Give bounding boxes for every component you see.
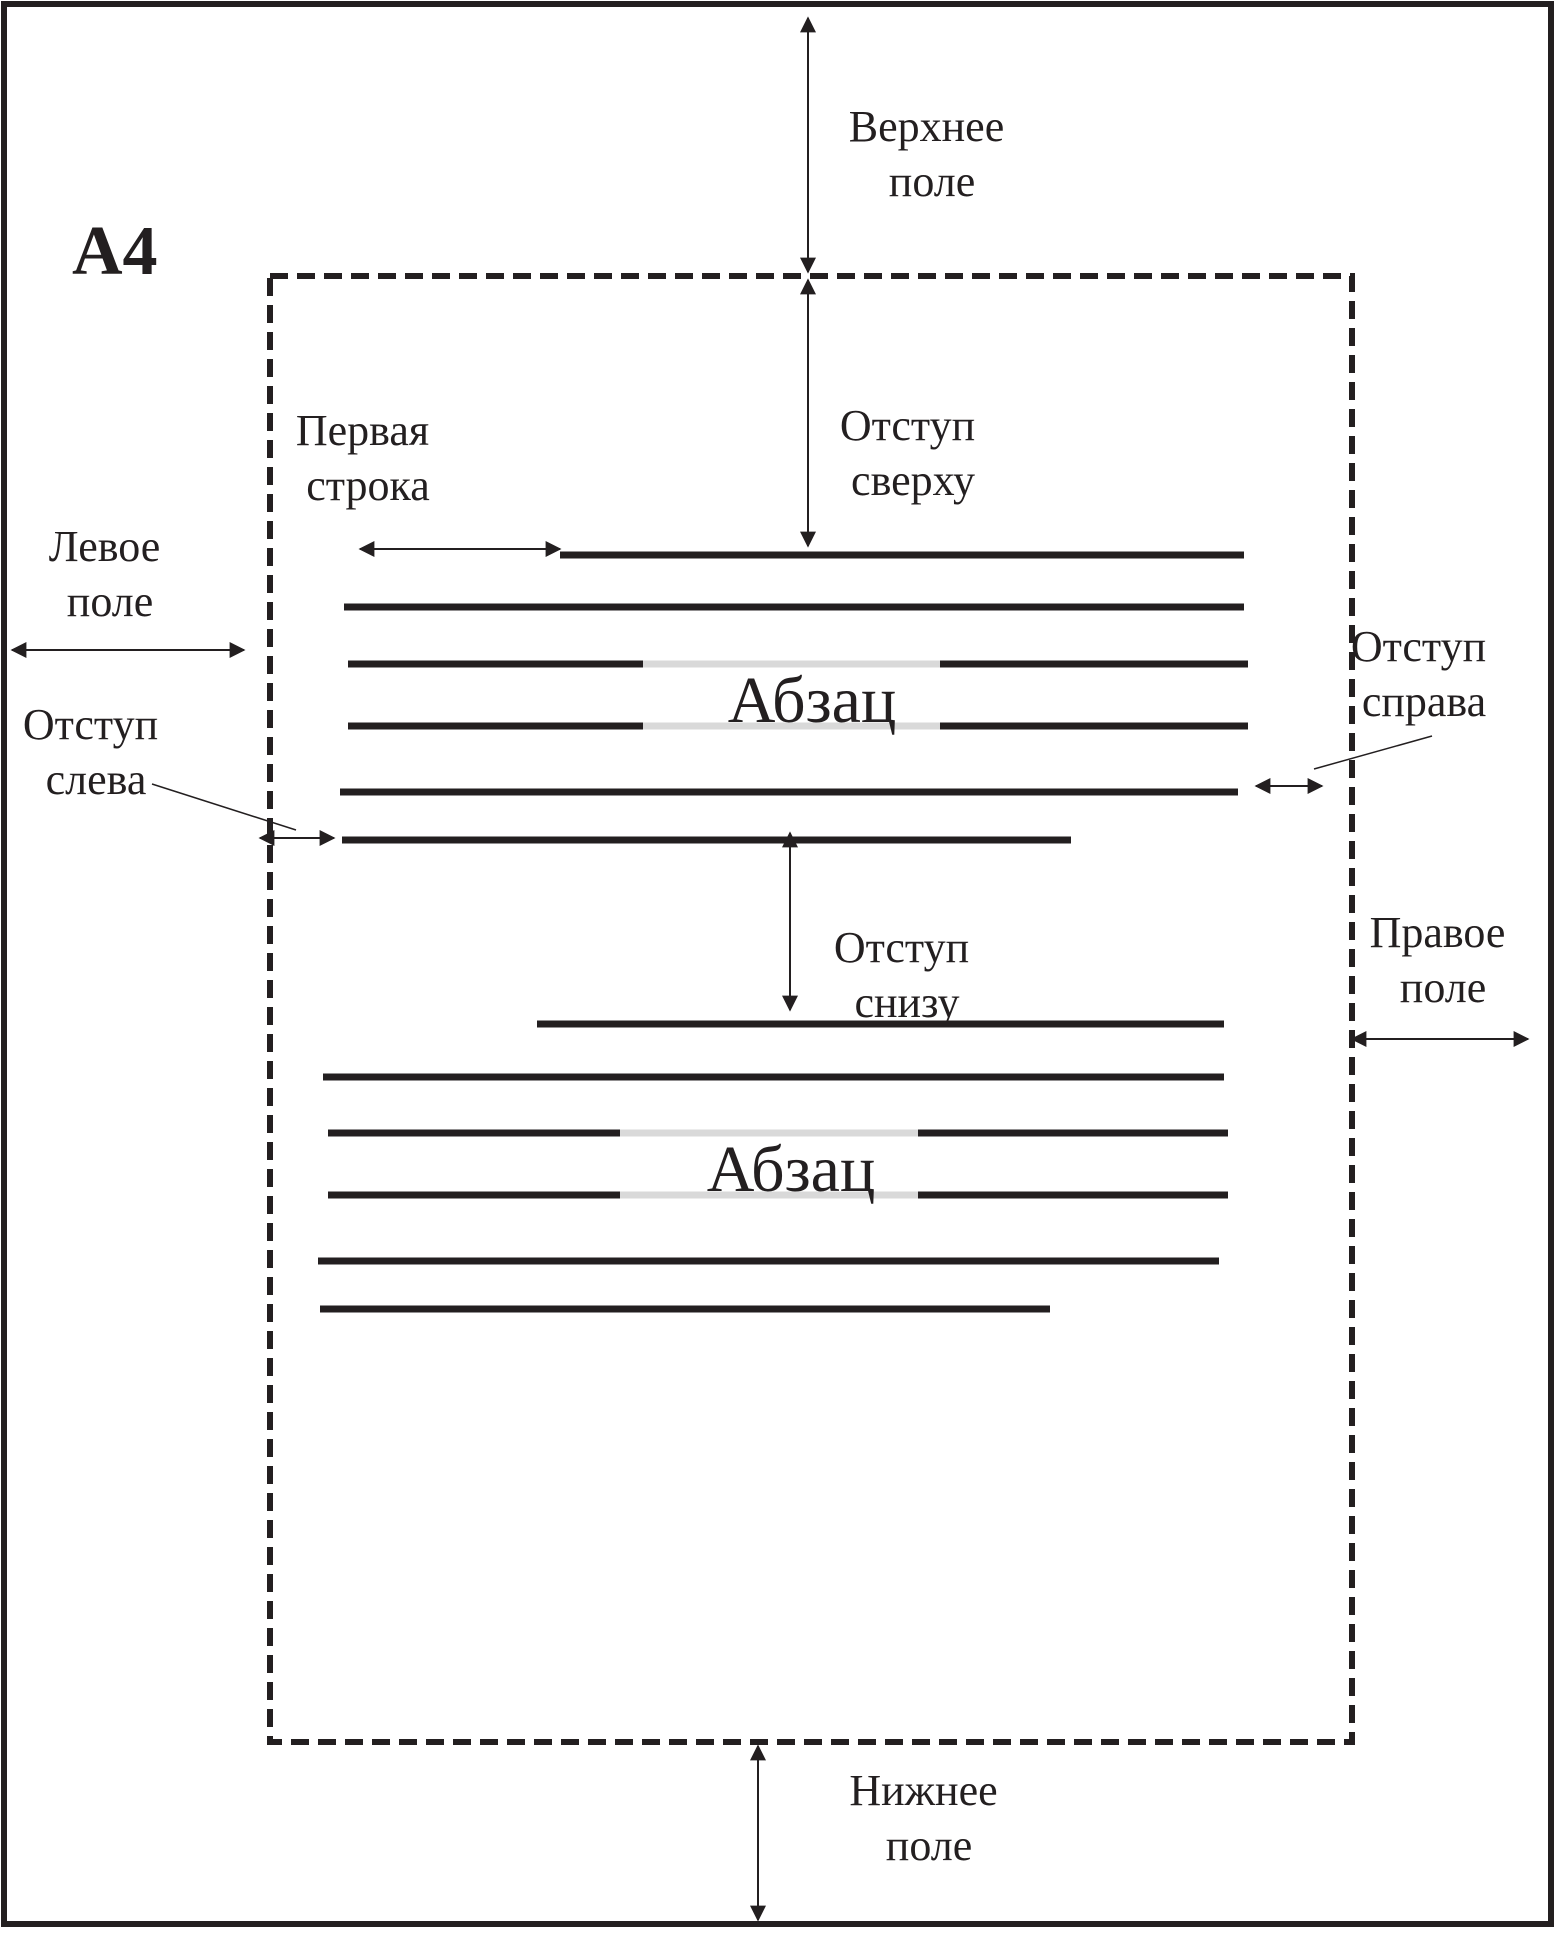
indent-left-label: Отступ слева bbox=[23, 700, 169, 804]
left-margin-label: Левое поле bbox=[49, 522, 172, 626]
top-margin-label: Верхнее поле bbox=[849, 102, 1015, 206]
paragraph-label: Абзац bbox=[707, 1133, 876, 1206]
format-title: А4 bbox=[72, 213, 158, 290]
first-line-label: Первая строка bbox=[296, 406, 440, 510]
space-after-label: Отступ снизу bbox=[834, 923, 980, 1027]
paragraph-label: Абзац bbox=[728, 664, 897, 737]
text-area-boundary bbox=[267, 273, 1355, 1745]
indent-right-leader bbox=[1313, 735, 1433, 770]
right-margin-label: Правое поле bbox=[1370, 908, 1517, 1012]
indent-left-leader bbox=[151, 783, 297, 831]
paragraph-1: Абзац bbox=[340, 551, 1248, 844]
space-before-label: Отступ сверху bbox=[840, 401, 986, 505]
bottom-margin-label: Нижнее поле bbox=[849, 1766, 1008, 1870]
indent-right-label: Отступ справа bbox=[1351, 622, 1497, 726]
paragraph-2: Абзац bbox=[318, 1020, 1228, 1313]
